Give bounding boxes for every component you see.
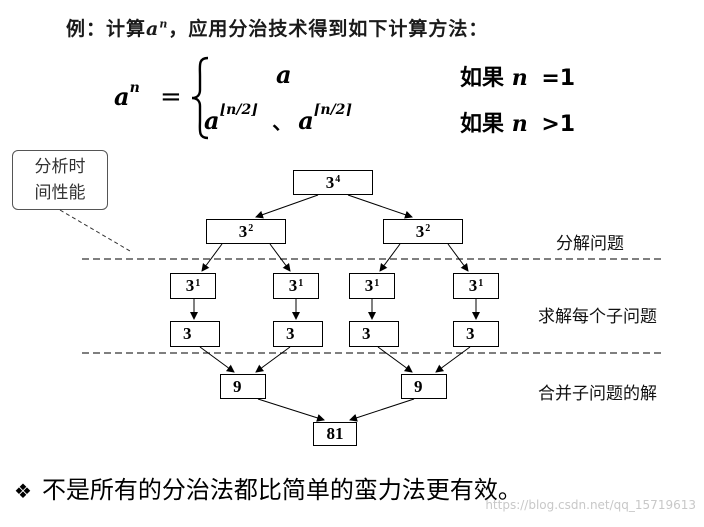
edge-l3d-c2 [435, 346, 471, 373]
node-root-base: 3 [325, 172, 335, 192]
node-l1-left-exp: 2 [248, 223, 254, 234]
edge-c1-result [257, 398, 325, 422]
stage-solve-label: 求解每个子问题 [538, 307, 657, 327]
case2-base1: a [204, 106, 220, 135]
edge-l3c-c2 [377, 346, 413, 373]
node-l2-3-base: 3 [364, 276, 374, 295]
edge-l3a-c1 [199, 346, 235, 373]
stage-divide-label: 分解问题 [556, 234, 624, 254]
node-root-exp: 4 [335, 174, 341, 185]
node-l2-2-exp: 1 [298, 277, 304, 289]
case2-base2: a [298, 106, 314, 135]
analysis-callout: 分析时 间性能 [12, 150, 108, 210]
diamond-bullet-icon: ❖ [14, 479, 32, 503]
node-level3-3: 3 [349, 321, 399, 347]
callout-line2: 间性能 [34, 183, 86, 203]
edge-root-left [255, 194, 319, 219]
edge-c2-result [349, 398, 415, 422]
formula-lhs-exp: n [129, 80, 140, 96]
node-result: 81 [313, 422, 357, 446]
case2-expr: a⌊n/2⌋ 、a⌈n/2⌉ [204, 102, 352, 135]
edge-l1a-l2b [269, 243, 291, 272]
case1-cond-var: n [511, 65, 528, 91]
title-suffix: ，应用分治技术得到如下计算方法： [168, 18, 489, 40]
case2-sep: 、 [272, 110, 293, 134]
case2-exp2: ⌈n/2⌉ [313, 102, 353, 118]
formula-lhs: an [114, 80, 140, 111]
title-var: a [146, 18, 160, 40]
edge-l1b-l2d [447, 243, 469, 272]
case1-condition: 如果 n =1 [460, 60, 575, 92]
bottom-note: ❖ 不是所有的分治法都比简单的蛮力法更有效。 [14, 470, 522, 505]
case1-cond-rel: =1 [541, 66, 576, 91]
edge-l1a-l2a [201, 243, 223, 272]
node-l2-4-exp: 1 [478, 277, 484, 289]
node-l1-right-base: 3 [415, 221, 425, 241]
callout-line1: 分析时 [34, 157, 86, 177]
node-l2-4-base: 3 [468, 276, 478, 295]
node-l1-left-base: 3 [238, 221, 248, 241]
slide-title: 例：计算an，应用分治技术得到如下计算方法： [66, 14, 488, 41]
title-exp: n [159, 17, 169, 31]
formula-lhs-base: a [114, 82, 130, 111]
node-l2-1-exp: 1 [195, 277, 201, 289]
edge-l1b-l2c [379, 243, 401, 272]
node-level3-1: 3 [170, 321, 220, 347]
case2-exp1: ⌊n/2⌋ [219, 102, 258, 118]
node-l2-3-exp: 1 [374, 277, 380, 289]
case2-cond-word: 如果 [460, 112, 505, 137]
case2-condition: 如果 n >1 [460, 106, 575, 138]
watermark: https://blog.csdn.net/qq_15719613 [485, 498, 696, 512]
case1-expr: a [276, 60, 292, 89]
title-prefix: 例：计算 [66, 18, 147, 40]
node-l2-2-base: 3 [288, 276, 298, 295]
node-level3-2: 3 [273, 321, 323, 347]
node-l2-1-base: 3 [185, 276, 195, 295]
callout-pointer [59, 209, 131, 252]
node-combine-left: 9 [220, 374, 266, 399]
case2-cond-var: n [511, 111, 528, 137]
note-text: 不是所有的分治法都比简单的蛮力法更有效。 [41, 476, 522, 504]
formula-brace [191, 56, 209, 140]
edge-root-right [347, 194, 413, 219]
stage-combine-label: 合并子问题的解 [538, 384, 657, 404]
edge-l3b-c1 [255, 346, 291, 373]
case2-cond-rel: >1 [541, 112, 576, 137]
case1-cond-word: 如果 [460, 66, 505, 91]
formula-equals: = [160, 82, 182, 112]
node-combine-right: 9 [401, 374, 447, 399]
node-level3-4: 3 [453, 321, 499, 347]
node-l1-right-exp: 2 [425, 223, 431, 234]
